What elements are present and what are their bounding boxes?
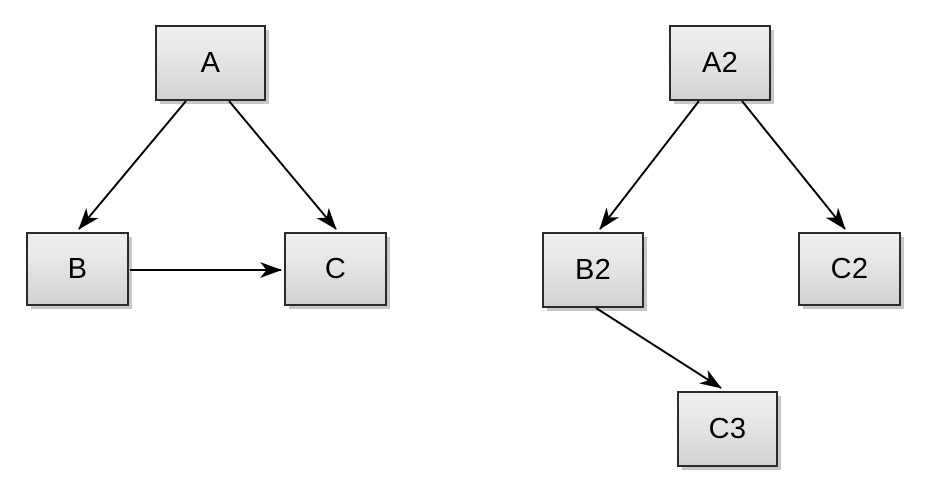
edge-a2-b2[interactable]: [599, 100, 700, 230]
node-b[interactable]: B: [26, 232, 129, 306]
node-label-c: C: [324, 252, 347, 285]
node-c3[interactable]: C3: [677, 391, 778, 467]
edge-a-c[interactable]: [228, 100, 337, 230]
edge-b2-c3[interactable]: [595, 307, 722, 389]
edge-a2-c2[interactable]: [741, 100, 846, 230]
edge-a-b[interactable]: [78, 100, 187, 230]
node-c2[interactable]: C2: [798, 232, 901, 306]
node-label-b2: B2: [574, 253, 612, 286]
node-a2[interactable]: A2: [669, 25, 771, 101]
node-label-c2: C2: [830, 252, 869, 285]
node-c[interactable]: C: [284, 232, 387, 306]
node-b2[interactable]: B2: [542, 232, 644, 308]
edge-group: [78, 100, 846, 389]
node-label-c3: C3: [708, 412, 747, 445]
node-label-a: A: [200, 46, 221, 79]
node-label-a2: A2: [701, 46, 739, 79]
node-label-b: B: [67, 252, 88, 285]
node-a[interactable]: A: [155, 25, 266, 101]
